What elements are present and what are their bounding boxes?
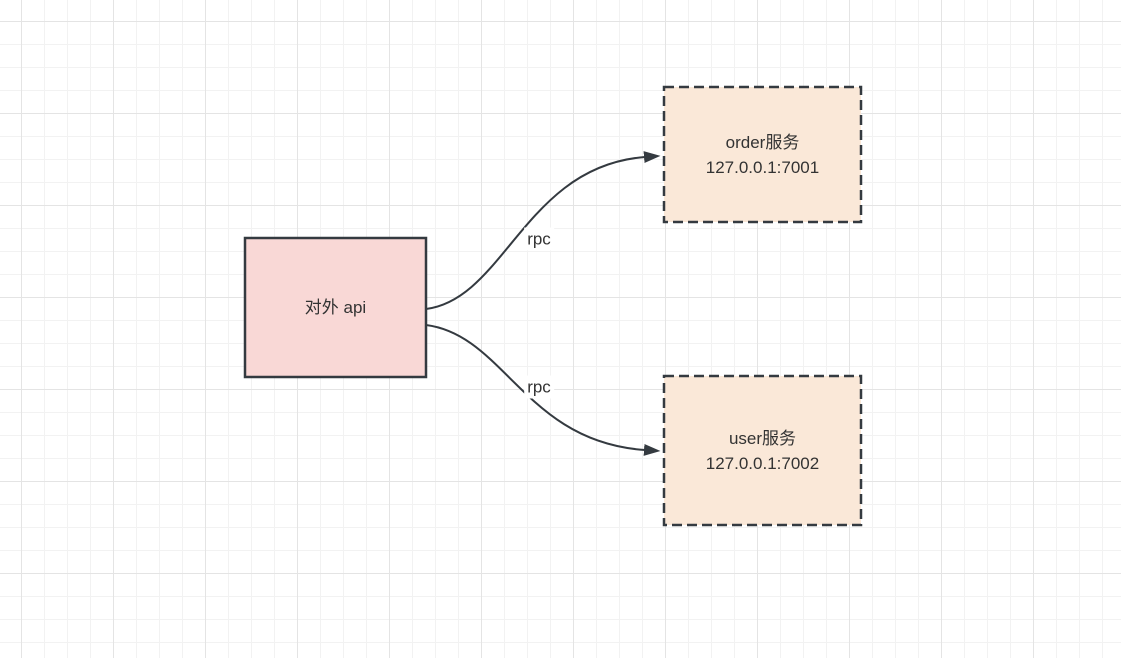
order-node-shape[interactable] <box>662 85 863 224</box>
user-node-shape[interactable] <box>662 374 863 527</box>
edge-api-to-order[interactable] <box>425 151 661 310</box>
edge-api-to-user[interactable] <box>425 324 661 456</box>
api-node-shape[interactable] <box>243 236 428 379</box>
